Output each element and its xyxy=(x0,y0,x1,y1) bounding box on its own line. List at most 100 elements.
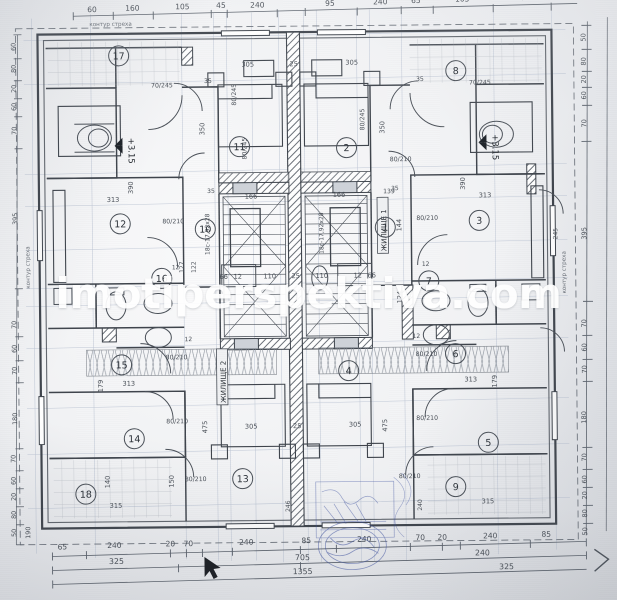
stair-note-right: 18с-17,92х28 xyxy=(318,212,325,254)
misc-dimension-numbers: 12 12 12 12 35 35 122 127 245 240 246 xyxy=(172,185,560,512)
svg-text:85: 85 xyxy=(541,530,551,539)
door-label: 80/245 xyxy=(231,84,238,106)
svg-text:240: 240 xyxy=(107,541,122,550)
svg-text:50: 50 xyxy=(579,33,587,41)
dim-corr-2: 166 xyxy=(333,191,346,199)
floor-finishes xyxy=(47,37,547,519)
svg-text:80/210: 80/210 xyxy=(390,156,412,163)
svg-text:325: 325 xyxy=(109,557,124,566)
svg-text:20: 20 xyxy=(10,85,18,93)
svg-text:70: 70 xyxy=(10,321,18,329)
svg-text:60: 60 xyxy=(10,477,18,485)
room-marker: 13 xyxy=(232,468,254,490)
interior-dimension-text: 305 305 305 305 25 25 25 350 350 475 475… xyxy=(97,59,499,510)
mouse-cursor-icon xyxy=(204,557,221,579)
svg-text:20: 20 xyxy=(166,539,176,548)
svg-text:12: 12 xyxy=(412,333,420,340)
svg-text:80/210: 80/210 xyxy=(166,354,188,361)
room-marker: 2 xyxy=(336,137,358,159)
svg-text:3: 3 xyxy=(476,216,482,227)
dim-room-5: 313 xyxy=(122,380,135,388)
room-marker: 15 xyxy=(111,354,133,376)
room-marker: 10 xyxy=(194,218,216,240)
room-marker: 3 xyxy=(468,209,490,231)
svg-text:80: 80 xyxy=(580,57,588,65)
room-marker: 16 xyxy=(151,267,173,289)
stair-core-left xyxy=(222,195,287,338)
door-label: 80/210 xyxy=(185,476,207,483)
svg-text:1: 1 xyxy=(382,223,388,234)
dim-room-9: 390 xyxy=(127,181,135,194)
door-label: 80/210 xyxy=(166,418,188,425)
svg-text:50: 50 xyxy=(10,529,18,537)
dim-top-1: 160 xyxy=(125,4,140,13)
svg-text:70: 70 xyxy=(10,127,18,135)
door-label: 80/210 xyxy=(162,218,184,225)
apartment-2-text: ЖИЛИЩЕ 2 xyxy=(220,361,228,403)
approval-stamp xyxy=(315,472,412,571)
door-label: 80/210 xyxy=(390,156,412,163)
door-label: 70/245 xyxy=(469,79,491,86)
svg-text:17: 17 xyxy=(113,51,125,62)
room-marker: 14 xyxy=(123,428,145,450)
svg-text:70/245: 70/245 xyxy=(469,79,491,86)
svg-text:139: 139 xyxy=(383,188,395,195)
svg-text:65: 65 xyxy=(58,542,68,551)
room-marker: 9 xyxy=(445,476,467,498)
dimension-chain-bottom: 65 240 20 70 240 85 240 70 20 240 85 xyxy=(51,530,587,561)
dim-room-1: 313 xyxy=(107,196,120,204)
svg-text:325: 325 xyxy=(499,562,514,571)
base-strip-walls xyxy=(218,170,372,184)
apartment-label-1: ЖИЛИЩЕ 1 xyxy=(376,196,389,254)
svg-text:70: 70 xyxy=(581,365,589,373)
svg-text:70: 70 xyxy=(11,367,19,375)
room-marker: 7 xyxy=(418,270,440,292)
room-marker: 5 xyxy=(477,431,499,453)
room-marker: 17 xyxy=(108,45,130,67)
svg-text:395: 395 xyxy=(11,213,19,225)
svg-text:80/210: 80/210 xyxy=(185,476,207,483)
svg-text:705: 705 xyxy=(295,553,310,562)
svg-text:7: 7 xyxy=(426,276,432,287)
door-label: 80/245 xyxy=(359,109,366,131)
svg-text:8: 8 xyxy=(453,66,459,77)
svg-text:80/210: 80/210 xyxy=(166,418,188,425)
door-label: 35 xyxy=(416,76,424,83)
svg-text:190: 190 xyxy=(24,527,32,539)
svg-text:70: 70 xyxy=(580,319,588,327)
svg-text:20: 20 xyxy=(580,75,588,83)
svg-text:80/210: 80/210 xyxy=(416,351,438,358)
dim-top-2: 105 xyxy=(175,2,190,11)
dim-bed-d-1: 350 xyxy=(378,121,386,134)
svg-text:12: 12 xyxy=(172,264,180,271)
dim-core-2: 25 xyxy=(292,272,300,280)
svg-text:35: 35 xyxy=(207,188,215,195)
svg-text:240: 240 xyxy=(475,548,490,557)
svg-text:70: 70 xyxy=(580,119,588,127)
svg-text:122: 122 xyxy=(191,261,198,273)
elevation-marker-right: +3.15 xyxy=(478,134,500,160)
svg-text:180: 180 xyxy=(580,411,588,424)
svg-text:20: 20 xyxy=(437,533,447,542)
dim-core-3: 25 xyxy=(293,422,301,430)
roof-contour-label-right: контур стреха xyxy=(562,251,568,293)
svg-text:80/245: 80/245 xyxy=(241,138,248,160)
stair-note-left: 18с-17,92х28 xyxy=(204,213,211,255)
section-arrow-icon xyxy=(593,548,610,572)
door-opening-labels: 80/210 80/210 80/210 80/210 80/210 80/21… xyxy=(151,76,491,483)
room-marker: 1 xyxy=(374,216,396,238)
dim-room-6: 313 xyxy=(464,375,477,383)
svg-text:70: 70 xyxy=(580,453,588,461)
svg-text:80/210: 80/210 xyxy=(416,415,438,422)
svg-text:80/245: 80/245 xyxy=(359,109,366,131)
svg-text:80/210: 80/210 xyxy=(399,473,421,480)
svg-text:70/245: 70/245 xyxy=(151,82,173,89)
svg-text:60: 60 xyxy=(580,343,588,351)
svg-text:80: 80 xyxy=(10,65,18,73)
svg-text:70: 70 xyxy=(415,533,425,542)
dim-top-3: 45 xyxy=(216,1,226,10)
dim-bed-w-3: 305 xyxy=(245,423,258,431)
svg-text:35: 35 xyxy=(391,185,399,192)
